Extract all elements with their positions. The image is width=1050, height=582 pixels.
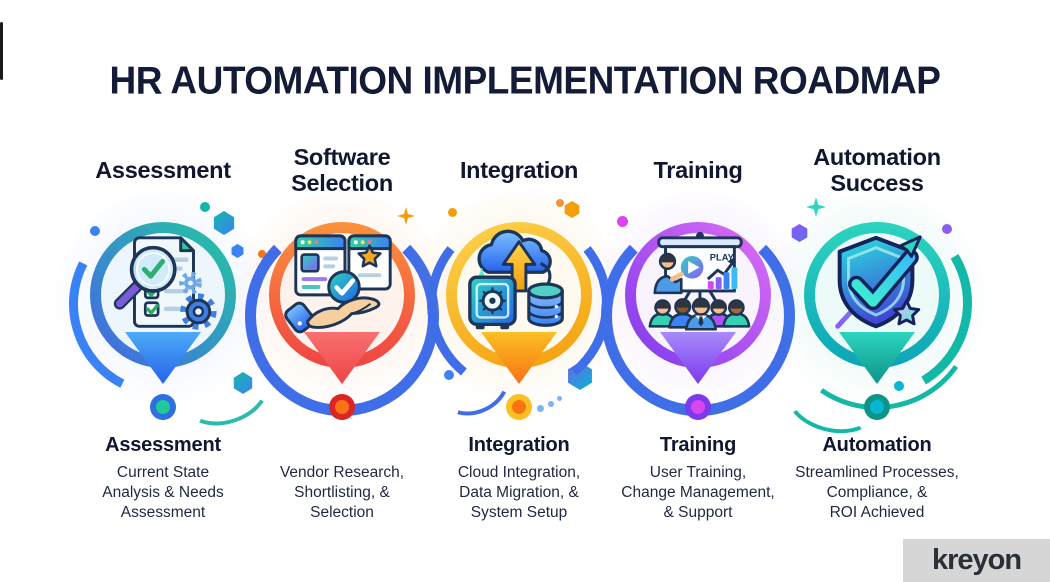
stage-header-assessment: Assessment xyxy=(95,156,231,183)
decor-dot xyxy=(258,250,266,258)
decor-dot xyxy=(200,202,210,212)
decor-hexagon xyxy=(564,201,580,218)
decor-dot xyxy=(894,381,904,391)
brand-logo-box: kreyon xyxy=(903,539,1050,582)
decor-hexagon xyxy=(213,211,235,235)
stage-software-selection: Software Selection xyxy=(232,138,452,542)
footer-title: Assessment xyxy=(105,434,221,456)
timeline-node-dot xyxy=(685,394,711,420)
training-presentation-icon: PLAY xyxy=(648,231,751,331)
assessment-search-document-icon xyxy=(113,236,217,330)
stage-header-automation-success: Automation Success xyxy=(813,143,941,196)
stage-integration: Integration Integrati xyxy=(409,138,629,542)
stage-badge-automation-success xyxy=(761,187,993,426)
decor-dot xyxy=(448,208,457,217)
footer-description: Vendor Research, Shortlisting, & Selecti… xyxy=(279,464,405,522)
decor-hexagon xyxy=(231,244,244,258)
footer-description: Cloud Integration, Data Migration, & Sys… xyxy=(457,464,581,522)
decor-hexagon xyxy=(791,224,808,242)
timeline-node-dot xyxy=(864,394,890,420)
decor-dot xyxy=(444,370,454,380)
footer-description: Current State Analysis & Needs Assessmen… xyxy=(102,464,224,522)
stage-footer-training: Training User Training, Change Managemen… xyxy=(588,434,808,523)
timeline-node-dot xyxy=(506,394,532,420)
stage-header-training: Training xyxy=(653,156,743,183)
timeline-node-dot xyxy=(150,394,176,420)
decor-dot xyxy=(537,405,544,412)
stage-badge-integration xyxy=(409,192,629,424)
footer-title: Integration xyxy=(468,434,570,456)
decor-dot xyxy=(617,216,628,227)
stage-assessment: Assessment xyxy=(44,138,282,542)
software-selection-hand-icon xyxy=(284,234,392,334)
stage-footer-integration: Integration Cloud Integration, Data Migr… xyxy=(409,434,629,523)
decor-dot xyxy=(90,226,100,236)
decor-dot xyxy=(556,199,564,207)
timeline-node-dot xyxy=(329,394,355,420)
stage-automation-success: Automation Success Automation Streamline… xyxy=(761,138,993,542)
footer-description: User Training, Change Management, & Supp… xyxy=(621,464,775,522)
stage-footer-automation-success: Automation Streamlined Processes, Compli… xyxy=(767,434,987,523)
stage-footer-assessment: Assessment Current State Analysis & Need… xyxy=(53,434,273,523)
footer-title: Training xyxy=(659,434,737,456)
stage-badge-assessment xyxy=(44,185,282,424)
page-title: HR AUTOMATION IMPLEMENTATION ROADMAP xyxy=(109,59,941,102)
stage-header-integration: Integration xyxy=(459,156,579,183)
stage-header-software-selection: Software Selection xyxy=(291,143,393,196)
decor-dot xyxy=(548,401,554,407)
decor-dot xyxy=(942,224,952,234)
integration-cloud-data-icon xyxy=(468,229,564,330)
decor-hexagon xyxy=(568,362,592,390)
decor-dot xyxy=(557,396,562,401)
footer-title: Automation xyxy=(822,434,932,456)
stage-badge-training: PLAY xyxy=(588,192,808,424)
stage-training: Training PLAY xyxy=(588,138,808,542)
stage-footer-software-selection: Vendor Research, Shortlisting, & Selecti… xyxy=(232,434,452,523)
automation-success-shield-icon xyxy=(835,235,922,329)
footer-description: Streamlined Processes, Compliance, & ROI… xyxy=(795,464,959,522)
play-label: PLAY xyxy=(710,252,735,262)
scan-edge-artifact xyxy=(0,22,3,80)
stage-badge-software-selection xyxy=(232,192,452,424)
decor-hexagon xyxy=(233,372,253,394)
brand-logo-text: kreyon xyxy=(931,544,1022,576)
